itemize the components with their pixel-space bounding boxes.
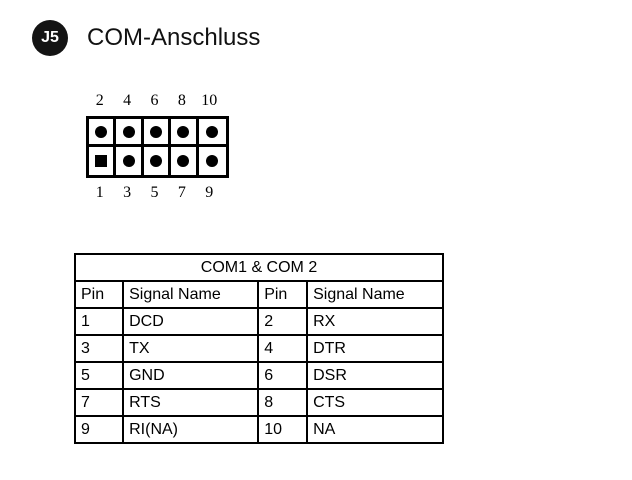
pin-cell-1: [89, 147, 117, 175]
pin-dot-icon: [177, 125, 190, 138]
cell-pin-left: 5: [73, 361, 125, 390]
cell-signal-right: DTR: [306, 334, 444, 363]
pin-label-3: 3: [123, 184, 132, 201]
pin-dot-icon: [206, 125, 219, 138]
pin-cell-8: [171, 119, 199, 147]
pin-label-1: 1: [95, 184, 104, 201]
cell-pin-left: 9: [73, 415, 125, 444]
pin-row-odd: [89, 147, 226, 175]
cell-signal-left: DCD: [122, 307, 260, 336]
cell-pin-left: 3: [73, 334, 125, 363]
cell-pin-right: 2: [257, 307, 309, 336]
pin-dot-icon: [122, 125, 135, 138]
pin-label-5: 5: [150, 184, 159, 201]
page-header: J5 COM-Anschluss: [32, 20, 260, 56]
bottom-pin-label-row: 1 3 5 7 9: [86, 182, 229, 204]
cell-pin-right: 8: [257, 388, 309, 417]
cell-signal-left: GND: [122, 361, 260, 390]
table-row: 5 GND 6 DSR: [73, 361, 444, 390]
table-caption: COM1 & COM 2: [74, 253, 444, 282]
pin-square-icon: [95, 155, 108, 167]
cell-pin-left: 7: [73, 388, 125, 417]
pin-cell-9: [198, 147, 226, 175]
column-header-signal-left: Signal Name: [122, 280, 260, 309]
pin-label-10: 10: [201, 92, 218, 109]
pin-cell-2: [89, 119, 117, 147]
column-header-signal-right: Signal Name: [306, 280, 444, 309]
pin-dot-icon: [149, 155, 162, 167]
pin-cell-4: [116, 119, 144, 147]
column-header-pin-right: Pin: [257, 280, 309, 309]
cell-signal-left: TX: [122, 334, 260, 363]
cell-signal-right: RX: [306, 307, 444, 336]
pin-label-4: 4: [123, 92, 132, 109]
pin-dot-icon: [122, 155, 135, 167]
pin-cell-3: [116, 147, 144, 175]
cell-signal-right: NA: [306, 415, 444, 444]
pin-cell-7: [171, 147, 199, 175]
pin-grid: [86, 116, 229, 178]
page-title: COM-Anschluss: [87, 24, 261, 51]
pin-dot-icon: [206, 155, 219, 167]
cell-signal-right: CTS: [306, 388, 444, 417]
table-row: 3 TX 4 DTR: [73, 334, 444, 363]
cell-pin-left: 1: [73, 307, 125, 336]
table-caption-row: COM1 & COM 2: [74, 253, 444, 282]
pin-cell-6: [143, 119, 172, 147]
cell-pin-right: 4: [257, 334, 309, 363]
table-row: 1 DCD 2 RX: [73, 307, 444, 336]
table-row: 9 RI(NA) 10 NA: [73, 415, 444, 444]
table-header-row: Pin Signal Name Pin Signal Name: [73, 280, 444, 309]
pin-cell-10: [198, 119, 226, 147]
cell-signal-left: RTS: [122, 388, 260, 417]
pinout-table: COM1 & COM 2 Pin Signal Name Pin Signal …: [73, 253, 444, 444]
column-header-pin-left: Pin: [73, 280, 125, 309]
pin-dot-icon: [95, 125, 108, 138]
pin-label-6: 6: [150, 92, 159, 109]
pin-cell-5: [143, 147, 172, 175]
pin-label-8: 8: [177, 92, 186, 109]
pin-dot-icon: [177, 155, 190, 167]
cell-signal-right: DSR: [306, 361, 444, 390]
cell-pin-right: 10: [257, 415, 309, 444]
pin-dot-icon: [149, 125, 162, 138]
pin-label-9: 9: [205, 184, 214, 201]
cell-signal-left: RI(NA): [122, 415, 260, 444]
top-pin-label-row: 2 4 6 8 10: [86, 90, 229, 112]
table-row: 7 RTS 8 CTS: [73, 388, 444, 417]
connector-diagram: 2 4 6 8 10 1 3 5 7 9: [86, 90, 229, 204]
cell-pin-right: 6: [257, 361, 309, 390]
pin-row-even: [89, 119, 226, 147]
connector-badge: J5: [32, 20, 68, 56]
pin-label-2: 2: [95, 92, 104, 109]
pin-label-7: 7: [177, 184, 186, 201]
